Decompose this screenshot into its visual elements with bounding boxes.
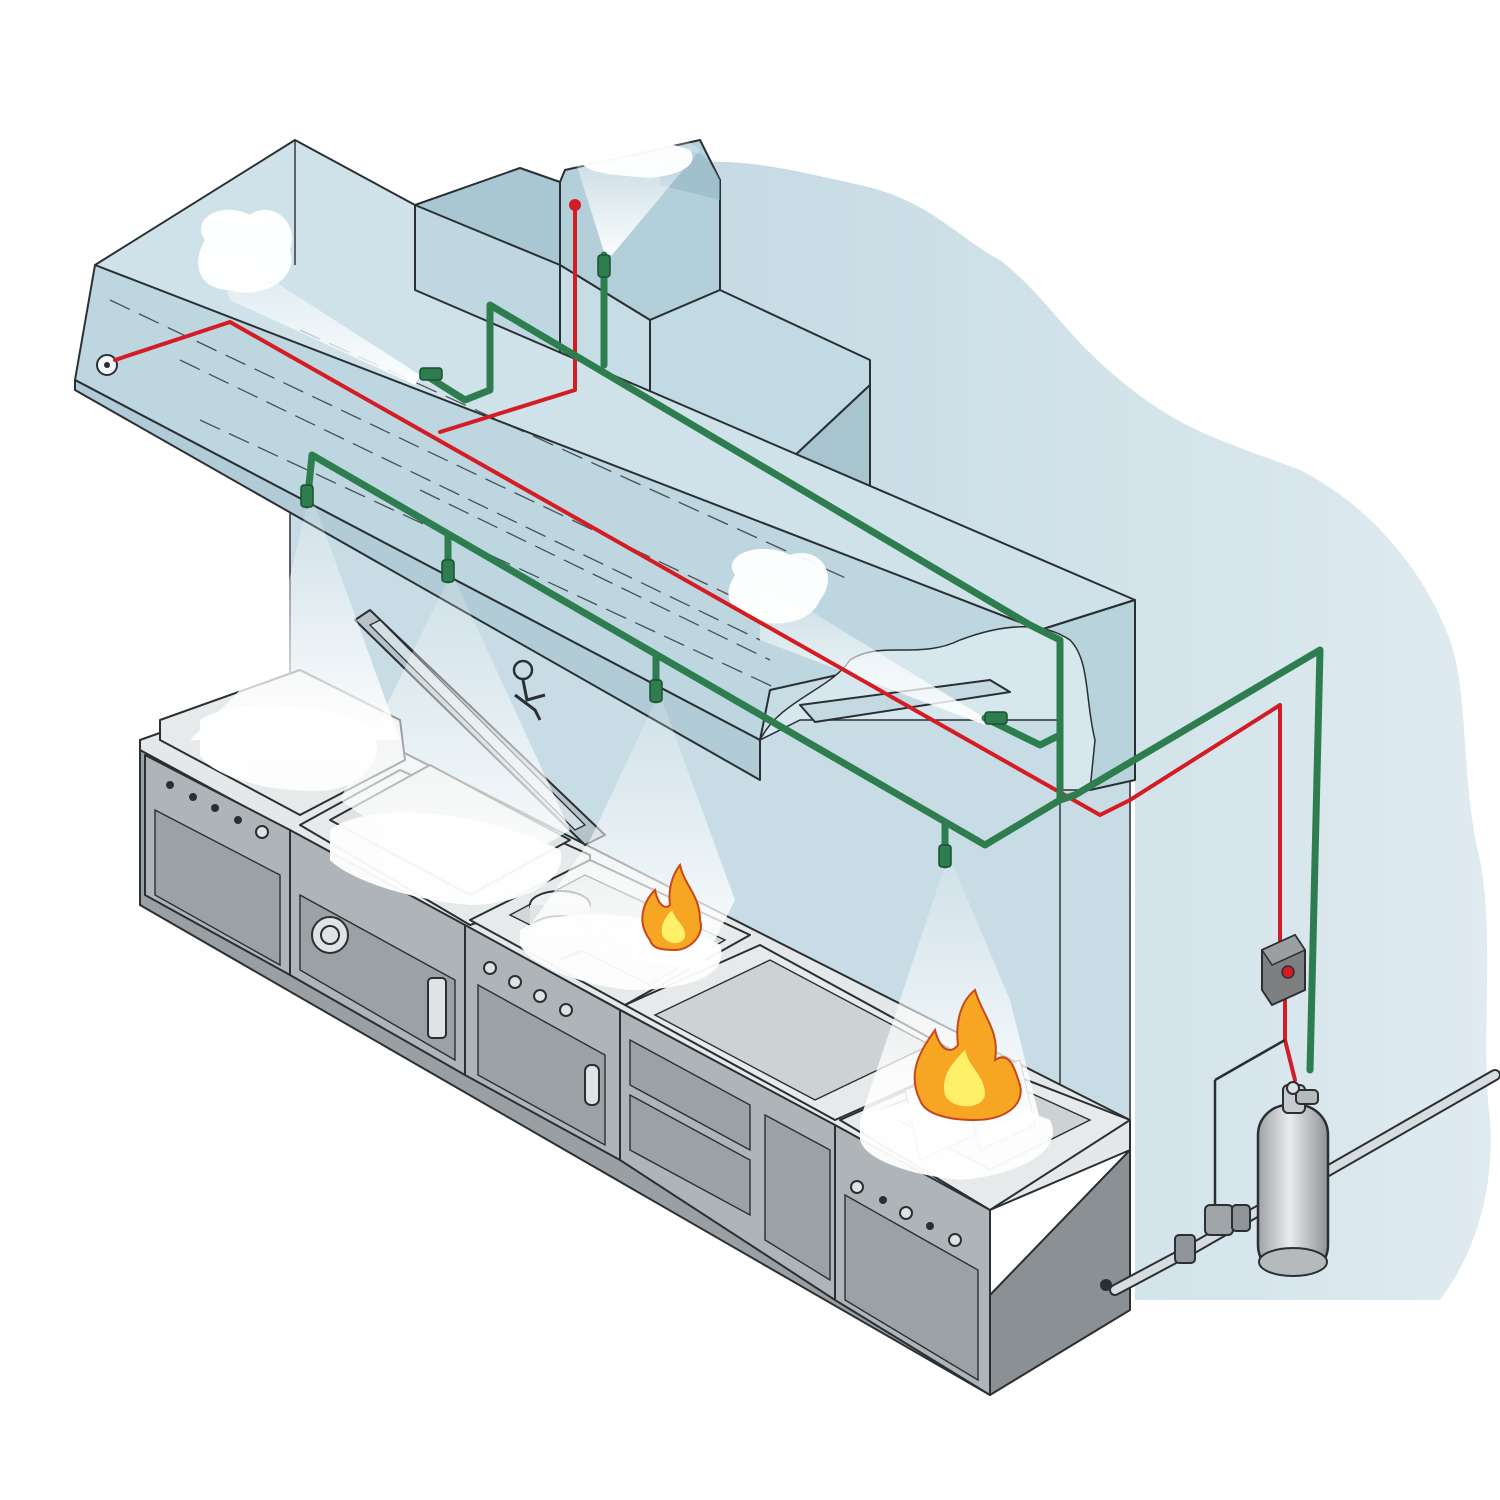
discharge-nozzles [300, 254, 1008, 868]
nozzle-icon [419, 367, 443, 381]
nozzle-icon [300, 484, 314, 508]
nozzle-icon [649, 679, 663, 703]
heat-detector-icon [96, 354, 118, 376]
fire-flames [641, 862, 1022, 1122]
cylinder-icon [1256, 1081, 1330, 1277]
griddle-unit [619, 944, 971, 1301]
valve-icon [1174, 1038, 1286, 1264]
nozzle-icon [938, 844, 952, 868]
manual-pull-station-icon [512, 659, 546, 721]
control-box-icon [1260, 933, 1307, 1007]
flame-icon [641, 862, 702, 952]
nozzle-icon [441, 559, 455, 583]
nozzle-icon [984, 711, 1008, 725]
nozzle-icon [597, 254, 611, 278]
flame-icon [913, 988, 1022, 1122]
gas-line [1109, 1038, 1500, 1296]
